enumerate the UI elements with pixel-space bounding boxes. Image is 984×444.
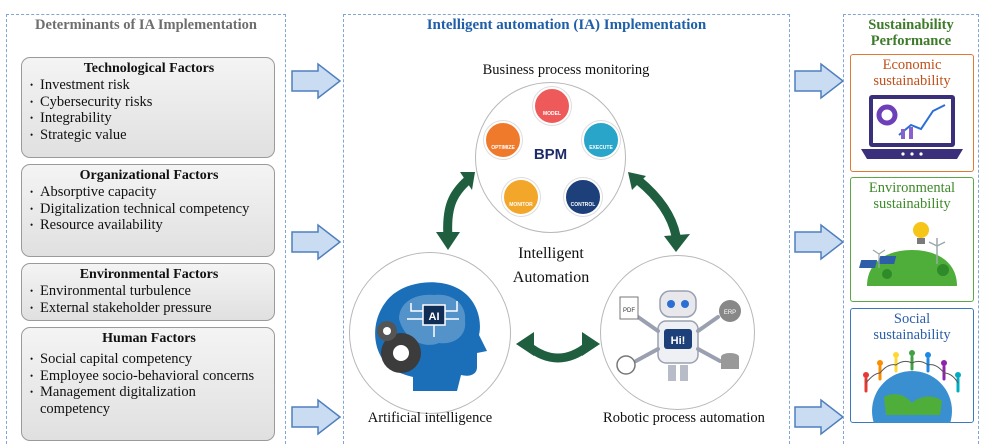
ia-implementation-title: Intelligent automation (IA) Implementati…: [426, 17, 707, 33]
people-around-globe-icon: [863, 350, 961, 423]
factor-item: Resource availability: [30, 217, 266, 234]
flow-arrow-right-icon: [291, 223, 342, 261]
factor-item: External stakeholder pressure: [30, 300, 266, 317]
factor-item: Employee socio-behavioral concerns: [30, 368, 266, 385]
control-node-icon: CONTROL: [564, 178, 602, 216]
environmental-label-line2: sustainability: [873, 196, 951, 212]
laptop-chart-icon: [861, 95, 963, 159]
organizational-factors-box: Organizational Factors Absorptive capaci…: [21, 164, 275, 257]
factor-item: Cybersecurity risks: [30, 94, 266, 111]
environmental-factors-title: Environmental Factors: [79, 267, 219, 282]
rpa-circle: Hi! PDF ERP: [600, 255, 755, 410]
green-globe-icon: [859, 222, 957, 286]
ia-implementation-panel: [343, 14, 790, 444]
sustainability-title-line1: Sustainability: [868, 17, 954, 33]
optimize-node-icon: OPTIMIZE: [484, 121, 522, 159]
factor-item: Strategic value: [30, 127, 266, 144]
rpa-screen-label: Hi!: [671, 335, 686, 347]
flow-arrow-right-icon: [794, 223, 845, 261]
factor-item: Environmental turbulence: [30, 283, 266, 300]
organizational-factors-title: Organizational Factors: [79, 168, 219, 183]
economic-label-line1: Economic: [882, 57, 942, 73]
human-factors-title: Human Factors: [102, 331, 196, 346]
intelligent-automation-label-line1: Intelligent: [518, 245, 584, 262]
model-node-icon: MODEL: [533, 87, 571, 125]
flow-arrow-right-icon: [291, 398, 342, 436]
flow-arrow-right-icon: [794, 62, 845, 100]
determinants-title: Determinants of IA Implementation: [35, 17, 257, 33]
flow-arrow-right-icon: [794, 398, 845, 436]
factor-item: Integrability: [30, 110, 266, 127]
intelligent-automation-label-line2: Automation: [512, 269, 590, 286]
monitor-node-icon: MONITOR: [502, 178, 540, 216]
economic-label-line2: sustainability: [873, 73, 951, 89]
factor-item: Investment risk: [30, 77, 266, 94]
ai-brain-head-icon: AI: [375, 282, 487, 391]
sustainability-title-line2: Performance: [870, 33, 952, 49]
environmental-label-line1: Environmental: [868, 180, 956, 196]
ai-label: Artificial intelligence: [367, 410, 493, 426]
factor-item: Management digitalization competency: [30, 384, 266, 417]
ai-chip-label: AI: [429, 311, 440, 323]
flow-arrow-right-icon: [291, 62, 342, 100]
factor-item: Absorptive capacity: [30, 184, 266, 201]
social-label-line1: Social: [893, 311, 931, 327]
erp-gear-icon: ERP: [724, 310, 736, 316]
rpa-robot-icon: Hi! PDF ERP: [616, 290, 741, 381]
ai-circle: AI: [349, 252, 511, 414]
bpm-label: Business process monitoring: [482, 62, 650, 78]
economic-sustainability-box: Economic sustainability: [850, 54, 974, 172]
bpm-circle: BPM MODEL EXECUTE CONTROL MONITOR OPTIMI…: [475, 82, 626, 233]
pdf-icon: PDF: [623, 308, 635, 314]
social-label-line2: sustainability: [873, 327, 951, 343]
rpa-label: Robotic process automation: [603, 410, 765, 426]
social-sustainability-box: Social sustainability: [850, 308, 974, 423]
bpm-center-label: BPM: [533, 146, 568, 163]
factor-item: Digitalization technical competency: [30, 201, 266, 218]
technological-factors-title: Technological Factors: [83, 61, 215, 76]
technological-factors-box: Technological Factors Investment risk Cy…: [21, 57, 275, 158]
sustainability-panel: [843, 14, 979, 444]
environmental-factors-box: Environmental Factors Environmental turb…: [21, 263, 275, 321]
determinants-panel: [6, 14, 286, 444]
execute-node-icon: EXECUTE: [582, 121, 620, 159]
environmental-sustainability-box: Environmental sustainability: [850, 177, 974, 302]
factor-item: Social capital competency: [30, 351, 266, 368]
human-factors-box: Human Factors Social capital competency …: [21, 327, 275, 441]
